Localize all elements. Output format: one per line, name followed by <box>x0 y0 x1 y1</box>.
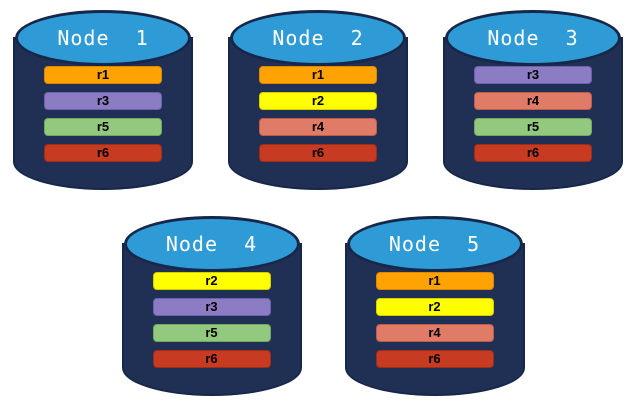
replica-bar: r3 <box>152 298 271 316</box>
node-label: Node 4 <box>165 232 258 256</box>
replica-bar: r2 <box>375 298 494 316</box>
node-cylinder: Node 2 r1 r2 r4 r6 <box>228 8 408 190</box>
replica-bar: r2 <box>152 272 271 290</box>
replica-bar: r5 <box>152 324 271 342</box>
node-row-top: Node 1 r1 r3 r5 r6 Node 2 r1 r2 r4 r6 Node 3 r… <box>0 0 636 190</box>
replica-list: r3 r4 r5 r6 <box>474 66 592 162</box>
replica-bar: r6 <box>259 144 377 162</box>
replica-bar: r1 <box>259 66 377 84</box>
replica-list: r1 r2 r4 r6 <box>375 272 494 368</box>
node-cylinder: Node 4 r2 r3 r5 r6 <box>121 214 302 396</box>
cylinder-top: Node 1 <box>15 10 191 66</box>
node-label: Node 3 <box>487 26 579 50</box>
replica-bar: r5 <box>474 118 592 136</box>
node-cylinder: Node 3 r3 r4 r5 r6 <box>443 8 623 190</box>
replica-bar: r1 <box>44 66 162 84</box>
node-label: Node 5 <box>388 232 481 256</box>
replica-bar: r6 <box>44 144 162 162</box>
node-label: Node 1 <box>57 26 149 50</box>
cylinder-top: Node 3 <box>445 10 621 66</box>
cylinder-top: Node 4 <box>123 216 300 272</box>
replica-bar: r6 <box>375 350 494 368</box>
replica-bar: r6 <box>474 144 592 162</box>
replica-list: r2 r3 r5 r6 <box>152 272 271 368</box>
replica-bar: r5 <box>44 118 162 136</box>
replica-bar: r6 <box>152 350 271 368</box>
replica-bar: r3 <box>474 66 592 84</box>
cylinder-top: Node 5 <box>346 216 523 272</box>
replica-list: r1 r3 r5 r6 <box>44 66 162 162</box>
replica-list: r1 r2 r4 r6 <box>259 66 377 162</box>
replica-bar: r4 <box>375 324 494 342</box>
node-label: Node 2 <box>272 26 364 50</box>
cylinder-top: Node 2 <box>230 10 406 66</box>
node-cylinder: Node 5 r1 r2 r4 r6 <box>344 214 525 396</box>
replica-bar: r4 <box>259 118 377 136</box>
node-cylinder: Node 1 r1 r3 r5 r6 <box>13 8 193 190</box>
replica-bar: r2 <box>259 92 377 110</box>
replica-bar: r1 <box>375 272 494 290</box>
replica-bar: r4 <box>474 92 592 110</box>
node-row-bottom: Node 4 r2 r3 r5 r6 Node 5 r1 r2 r4 r6 <box>5 214 636 396</box>
replica-bar: r3 <box>44 92 162 110</box>
